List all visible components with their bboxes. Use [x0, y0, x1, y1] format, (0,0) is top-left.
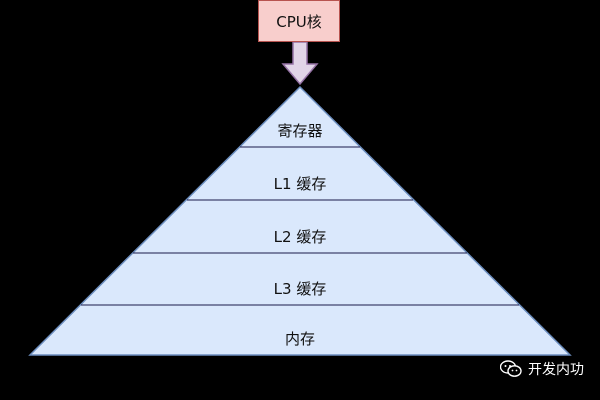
level-label-registers: 寄存器	[277, 122, 323, 140]
pyramid-shape	[28, 85, 572, 356]
cpu-core-box: CPU核	[258, 0, 340, 42]
watermark-text: 开发内功	[528, 362, 584, 378]
level-label-l3-cache: L3 缓存	[273, 280, 327, 298]
down-arrow	[281, 41, 319, 86]
cpu-core-label: CPU核	[276, 12, 322, 31]
level-label-l1-cache: L1 缓存	[273, 175, 327, 193]
level-label-main-memory: 内存	[284, 330, 315, 348]
level-label-l2-cache: L2 缓存	[273, 228, 327, 246]
wechat-icon	[500, 360, 522, 377]
watermark: 开发内功	[500, 356, 584, 382]
